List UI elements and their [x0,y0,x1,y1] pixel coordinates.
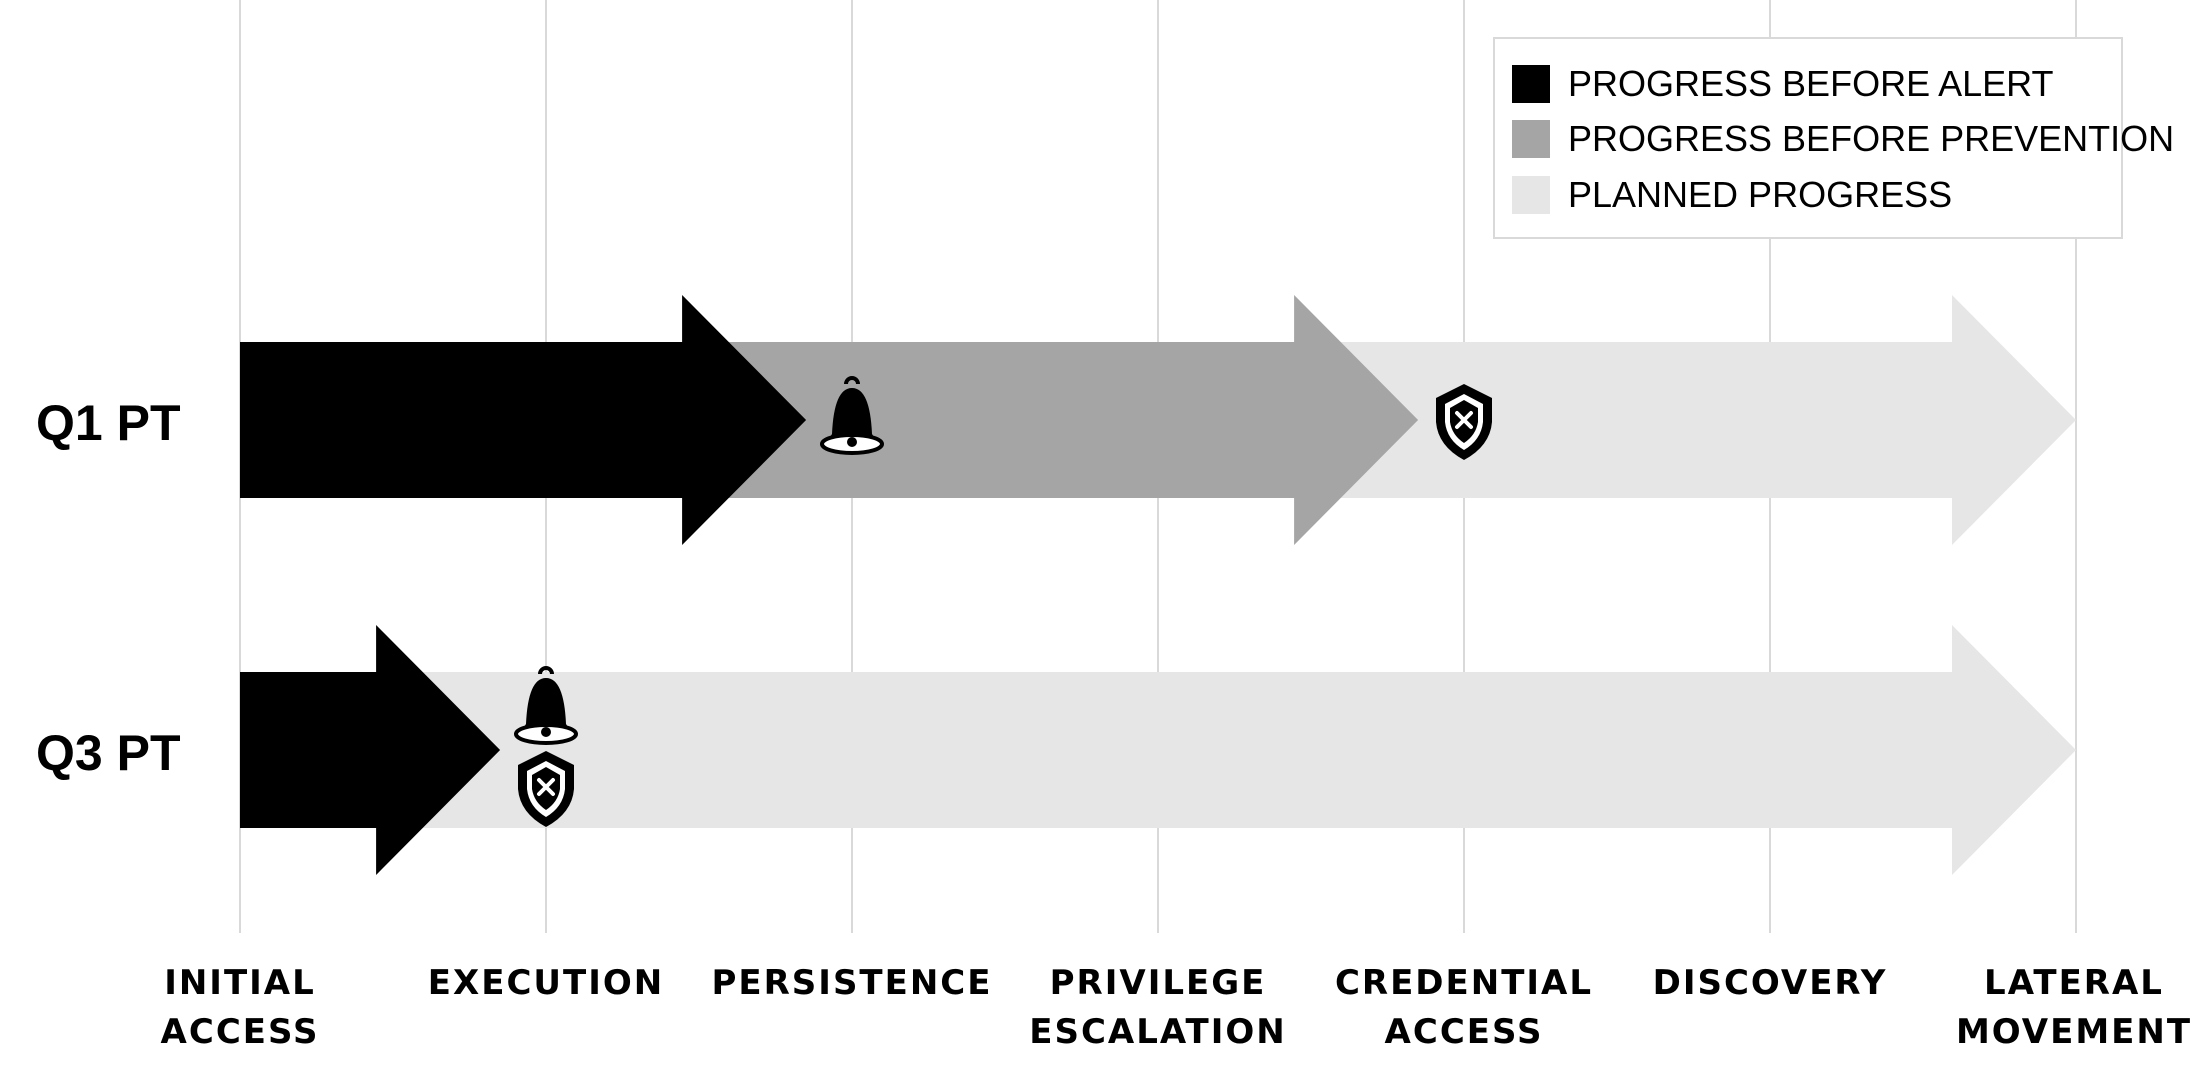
legend-swatch-planned [1512,176,1550,214]
legend-box [1493,37,2123,239]
legend-label-alert: PROGRESS BEFORE ALERT [1568,63,2053,104]
stage-label-credential-access-1: CREDENTIAL [1335,963,1593,1003]
legend: PROGRESS BEFORE ALERT PROGRESS BEFORE PR… [1493,37,2174,239]
legend-label-planned: PLANNED PROGRESS [1568,174,1952,215]
progress-arrows [240,295,2076,875]
stage-label-privilege-escalation-1: PRIVILEGE [1050,963,1267,1003]
row1-bell-icon [820,376,884,455]
stage-label-initial-access-2: ACCESS [161,1012,320,1052]
row2-bell-icon [514,666,578,745]
stage-label-execution: EXECUTION [428,963,664,1003]
legend-swatch-prevention [1512,120,1550,158]
stage-label-lateral-movement-2: MOVEMENT [1956,1012,2192,1052]
row2-planned-arrow [240,625,2076,875]
row-label-q3: Q3 PT [36,725,180,781]
stage-axis-labels: INITIAL ACCESS EXECUTION PERSISTENCE PRI… [161,963,2192,1052]
row-labels: Q1 PT Q3 PT [36,395,180,781]
stage-label-discovery: DISCOVERY [1653,963,1888,1003]
stage-label-privilege-escalation-2: ESCALATION [1029,1012,1287,1052]
row1-alert-arrow [240,295,807,545]
legend-label-prevention: PROGRESS BEFORE PREVENTION [1568,118,2174,159]
row2-shield-x-icon [518,751,574,827]
stage-label-lateral-movement-1: LATERAL [1984,963,2164,1003]
legend-swatch-alert [1512,65,1550,103]
stage-label-persistence: PERSISTENCE [711,963,992,1003]
stage-label-initial-access-1: INITIAL [164,963,316,1003]
row2-alert-arrow [240,625,501,875]
stage-label-credential-access-2: ACCESS [1385,1012,1544,1052]
event-icons [514,376,1492,827]
row-label-q1: Q1 PT [36,395,180,451]
row1-shield-x-icon [1436,384,1492,460]
